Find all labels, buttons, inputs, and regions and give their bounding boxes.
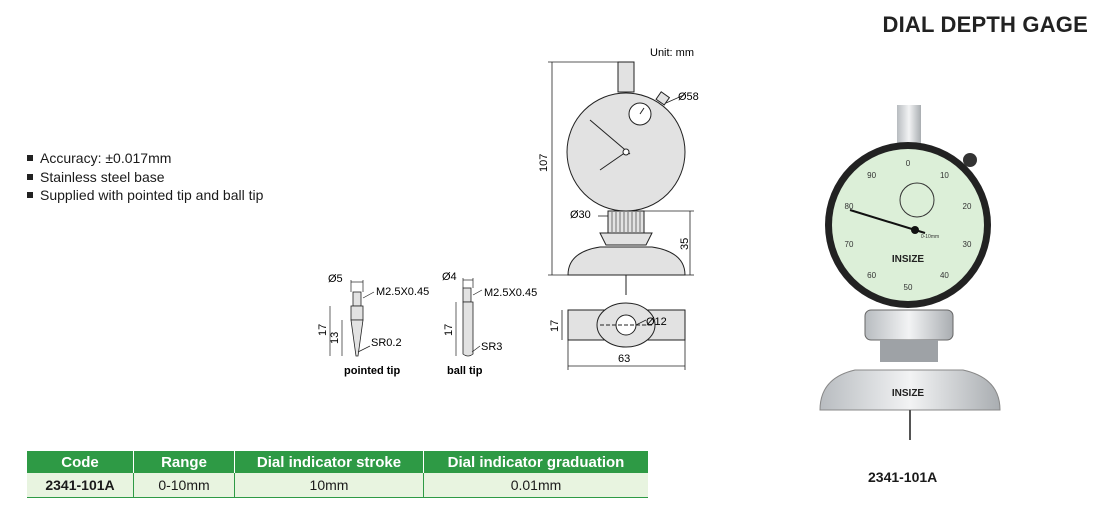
- pointed-tip-radius: SR0.2: [371, 337, 402, 349]
- revolution-counter: [899, 182, 935, 218]
- dim-lower: 35: [679, 238, 691, 250]
- unit-label: Unit: mm: [650, 47, 694, 59]
- pointed-tip-body: [350, 319, 364, 357]
- spec-table: Code Range Dial indicator stroke Dial in…: [27, 451, 648, 498]
- dim-dial-diameter: Ø58: [678, 91, 699, 103]
- pointed-tip-length: 17: [317, 324, 329, 336]
- dial-face: [832, 149, 984, 301]
- ball-tip-body: [462, 301, 474, 357]
- ball-tip-diameter: Ø4: [442, 271, 457, 283]
- table-cell: 10mm: [234, 473, 424, 498]
- column-header: Dial indicator stroke: [234, 451, 424, 473]
- dial-number: 50: [904, 283, 913, 292]
- dial-number: 20: [963, 202, 972, 211]
- pointed-tip-diameter: Ø5: [328, 273, 343, 285]
- dim-height: 107: [538, 154, 550, 172]
- pointed-tip-label: pointed tip: [344, 365, 400, 377]
- pointed-tip-thread-label: M2.5X0.45: [376, 286, 429, 298]
- dial-number: 70: [845, 240, 854, 249]
- ball-tip-thread-label: M2.5X0.45: [484, 287, 537, 299]
- page-title: DIAL DEPTH GAGE: [882, 12, 1088, 37]
- collar: [864, 309, 954, 341]
- collar-lower: [880, 340, 938, 362]
- dial-number: 0: [906, 159, 911, 168]
- dim-base-length: 63: [618, 353, 630, 365]
- table-header-row: Code Range Dial indicator stroke Dial in…: [27, 451, 648, 473]
- base: [819, 369, 1001, 411]
- needle: [589, 119, 631, 155]
- dial-range-text: 0-10mm: [921, 234, 939, 240]
- bezel-knob: [655, 91, 671, 106]
- product-photo: 0 10 20 30 40 50 60 70 80 90 INSIZE 0-10mm INSIZE: [819, 105, 1001, 440]
- stem-top: [617, 61, 635, 93]
- collar: [607, 210, 645, 234]
- base-logo: INSIZE: [892, 388, 925, 399]
- pointed-tip-thread: [352, 291, 362, 307]
- table-cell: 0.01mm: [423, 473, 648, 498]
- ball-tip-length: 17: [443, 324, 455, 336]
- table-cell: 0-10mm: [133, 473, 235, 498]
- dim-base-height: 17: [549, 320, 561, 332]
- dial-number: 90: [867, 171, 876, 180]
- column-header: Code: [27, 451, 134, 473]
- ball-tip-radius: SR3: [481, 341, 502, 353]
- feature-item: Supplied with pointed tip and ball tip: [26, 186, 263, 205]
- feature-item: Accuracy: ±0.017mm: [26, 149, 263, 168]
- feature-item: Stainless steel base: [26, 168, 263, 187]
- bezel-knob: [963, 153, 977, 167]
- pointed-tip-tip-length: 13: [329, 332, 341, 344]
- dial-number: 80: [845, 202, 854, 211]
- dial-number: 40: [940, 271, 949, 280]
- base-front: [567, 246, 686, 276]
- dim-collar: Ø30: [570, 209, 591, 221]
- dial-number: 30: [963, 240, 972, 249]
- technical-drawing: Unit: mm Ø58 107 Ø30 35 17 Ø12 63 Ø5 M2.…: [317, 47, 699, 377]
- ball-tip-thread: [462, 287, 472, 303]
- column-header: Dial indicator graduation: [423, 451, 648, 473]
- feature-list: Accuracy: ±0.017mm Stainless steel base …: [26, 149, 263, 205]
- dial-number: 60: [867, 271, 876, 280]
- column-header: Range: [133, 451, 235, 473]
- table-cell: 2341-101A: [27, 473, 134, 498]
- brand-logo: INSIZE: [892, 254, 925, 265]
- dim-hole: Ø12: [646, 316, 667, 328]
- ball-tip-label: ball tip: [447, 365, 483, 377]
- table-row: 2341-101A 0-10mm 10mm 0.01mm: [27, 473, 648, 498]
- dial-number: 10: [940, 171, 949, 180]
- collar-base: [599, 232, 653, 246]
- product-code: 2341-101A: [868, 469, 938, 485]
